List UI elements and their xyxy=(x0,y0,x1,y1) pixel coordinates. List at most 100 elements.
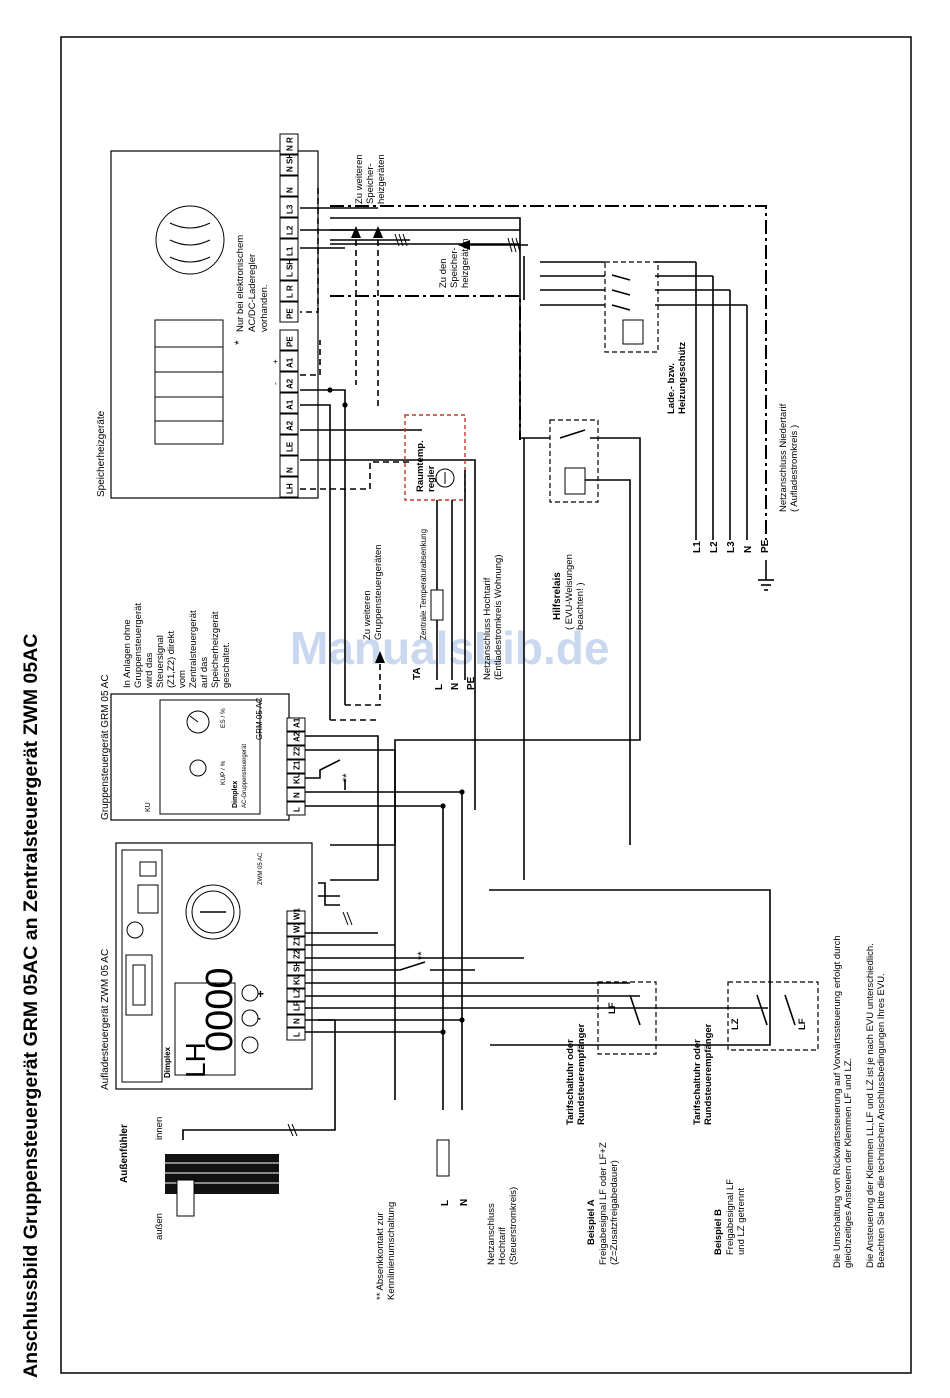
text-line: Speicher- xyxy=(365,163,376,204)
example-b-contact-lf: LF xyxy=(797,1018,808,1030)
room-thermostat: Raumtemp.regler TA Zentrale Temperaturab… xyxy=(404,414,504,690)
mains-low-tariff-L2: L2 xyxy=(709,541,720,553)
central-controller-caption: Aufladesteuergerät ZWM 05 AC xyxy=(100,949,111,1090)
electronic-controller-note: Nur bei elektronischem AC/DC-Ladereglerv… xyxy=(235,232,270,332)
outdoor-sensor-probe xyxy=(176,1179,195,1217)
heater-left-terminal-label: N xyxy=(286,467,295,473)
group-es-label: ES / % xyxy=(220,708,227,728)
heater-left-terminal xyxy=(279,371,299,393)
to-other-heaters-arrows: Zu weiterenSpeicher-heizgeräten xyxy=(330,154,410,410)
group-es-dial[interactable] xyxy=(186,710,210,734)
aux-relay-dashed-box xyxy=(549,419,599,503)
text-line: (Entladestromkreis Wohnung) xyxy=(493,555,504,681)
example-a: LF Tarifschaltuhr oderRundsteuerempfänge… xyxy=(565,981,657,1265)
central-display-value: 0000 xyxy=(199,967,241,1052)
central-key-2[interactable] xyxy=(241,1009,259,1027)
text-line: vom xyxy=(177,670,188,688)
central-controller: Aufladesteuergerät ZWM 05 AC 0000 LH Dim… xyxy=(100,842,313,1090)
rt-wire-PE: PE xyxy=(466,676,477,690)
heater-left-terminal-polarity: + xyxy=(271,359,280,364)
example-b-title: Beispiel B xyxy=(713,1209,724,1255)
central-terminal xyxy=(286,936,306,950)
heater-left-terminal-label: A1 xyxy=(286,399,295,410)
page-title: Anschlussbild Gruppensteuergerät GRM 05A… xyxy=(20,634,42,1378)
central-terminal xyxy=(286,1014,306,1028)
heater-left-terminal-label: A2 xyxy=(286,420,295,431)
heater-left-terminal xyxy=(279,476,299,498)
text-line: Zentralsteuergerät xyxy=(188,610,199,688)
text-line: auf das xyxy=(199,657,210,688)
contactor-coil xyxy=(622,319,644,345)
heater-right-terminal-label: L2 xyxy=(286,225,295,235)
outdoor-sensor: Außenfühler innen außen xyxy=(119,1117,279,1240)
group-terminal-label: N xyxy=(293,792,302,798)
group-note: In Anlagen ohneGruppensteuergerätwird da… xyxy=(122,603,232,689)
text-line: Heizungsschütz xyxy=(677,341,688,414)
example-b-contact-lz: LZ xyxy=(730,1018,741,1030)
to-group-controllers-arrow: Zu weiterenGruppensteuergeräten xyxy=(330,544,385,721)
text-line: Rundsteuerempfänger xyxy=(703,1023,714,1125)
rt-supply-label: Netzanschluss Hochtarif(Entladestromkrei… xyxy=(482,555,504,681)
group-terminal xyxy=(286,731,306,746)
central-display-mode: LH xyxy=(180,1042,211,1078)
mains-high-tariff-label: NetzanschlussHochtarif(Steuerstromkreis) xyxy=(486,1187,519,1265)
load-contactor: Lade.- bzw.Heizungsschütz xyxy=(540,261,748,540)
central-rotary-knob-icon[interactable] xyxy=(185,884,241,940)
heater-left-terminal-label: A1 xyxy=(286,357,295,368)
high-tariff-fuse xyxy=(436,1139,450,1177)
group-model: GRM 05 AC xyxy=(255,697,264,740)
text-line: Beachten Sie bitte die technischen Ansch… xyxy=(876,973,887,1268)
group-kup-dial[interactable] xyxy=(189,759,207,777)
central-terminal-label: Z1 xyxy=(293,936,302,946)
heating-element-block xyxy=(154,319,224,445)
central-key-1[interactable] xyxy=(241,1036,259,1054)
text-line: AC/DC-Laderegler xyxy=(247,254,258,332)
text-line: Kennlinienumschaltung xyxy=(386,1202,397,1300)
group-terminal-label: Z1 xyxy=(293,760,302,770)
central-terminal xyxy=(286,1027,306,1041)
group-terminal xyxy=(286,759,306,774)
central-key-3[interactable] xyxy=(241,984,259,1002)
text-line: Hochtarif xyxy=(497,1227,508,1265)
group-terminal xyxy=(286,745,306,760)
heater-right-terminal xyxy=(279,301,299,323)
central-model: ZWM 05 AC xyxy=(258,852,264,885)
group-brand-sub: AC-Gruppensteuergerät xyxy=(242,744,248,808)
group-terminal-label: KU xyxy=(293,772,302,784)
outdoor-sensor-outside: außen xyxy=(154,1213,165,1240)
auxiliary-relay: Hilfsrelais ( EVU-Weisungenbeachten! ) xyxy=(394,419,641,1100)
example-b-receiver-box xyxy=(727,981,819,1051)
to-other-heaters-label: Zu weiterenSpeicher-heizgeräten xyxy=(354,154,387,204)
text-line: Gruppensteuergerät xyxy=(133,603,144,688)
group-wiring: ** xyxy=(305,735,465,1110)
aux-relay-title: Hilfsrelais xyxy=(552,572,563,620)
heater-left-terminal xyxy=(279,329,299,351)
text-line: Speicherheizgerät xyxy=(210,611,221,688)
heater-left-terminal-polarity: - xyxy=(271,382,280,385)
example-a-receiver-box xyxy=(597,981,657,1055)
heater-right-terminal xyxy=(279,259,299,281)
heater-right-terminal-label: L R xyxy=(286,285,295,298)
group-controller-caption: Gruppensteuergerät GRM 05 AC xyxy=(100,674,111,820)
earth-ground-icon xyxy=(758,560,774,591)
group-controller: Gruppensteuergerät GRM 05 AC KU KUP / % … xyxy=(100,674,306,821)
room-thermostat-title: Raumtemp.regler xyxy=(415,440,437,492)
heater-right-terminal-label: N xyxy=(286,187,295,193)
heater-right-terminal-label: L SH xyxy=(286,259,295,277)
central-controller-housing xyxy=(115,842,313,1090)
contactor-dashed-box xyxy=(604,261,659,353)
central-terminal-label: LZ xyxy=(293,988,302,998)
heater-right-terminal xyxy=(279,217,299,239)
central-reduction-label: Zentrale Temperaturabsenkung xyxy=(419,529,428,640)
heater-right-terminal xyxy=(279,154,299,176)
central-terminal-label: W1 xyxy=(293,907,302,920)
lowering-contact-label: ** Absenkkontakt zurKennlinienumschaltun… xyxy=(375,1202,397,1300)
electronic-controller-note-star: * xyxy=(232,340,246,345)
central-key-plus: + xyxy=(257,987,264,1001)
heater-left-terminal xyxy=(279,350,299,372)
group-terminal xyxy=(286,801,306,816)
storage-heater-label: Speicherheizgeräte xyxy=(96,410,107,497)
mains-low-tariff-N: N xyxy=(743,546,754,553)
